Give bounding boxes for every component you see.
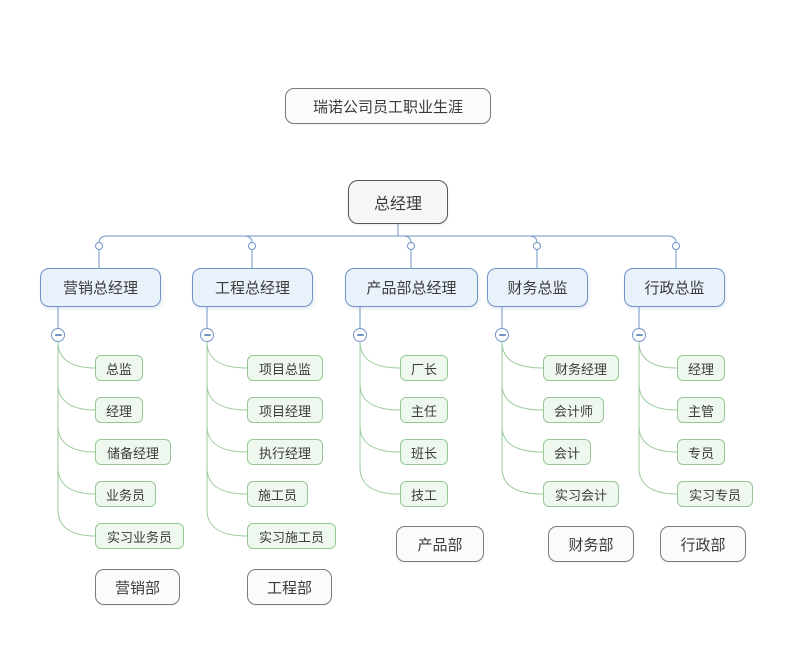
- child-node-engineering-2[interactable]: 项目经理: [247, 397, 323, 423]
- department-node-marketing[interactable]: 营销部: [95, 569, 180, 605]
- branch-node-product[interactable]: 产品部总经理: [345, 268, 478, 307]
- child-node-product-2[interactable]: 主任: [400, 397, 448, 423]
- floating-title-node[interactable]: 瑞诺公司员工职业生涯: [285, 88, 491, 124]
- child-node-admin-3[interactable]: 专员: [677, 439, 725, 465]
- child-node-engineering-5[interactable]: 实习施工员: [247, 523, 336, 549]
- child-node-finance-3[interactable]: 会计: [543, 439, 591, 465]
- minus-bar: [356, 334, 364, 336]
- child-node-product-4[interactable]: 技工: [400, 481, 448, 507]
- collapse-toggle-product minus-icon[interactable]: [353, 328, 367, 342]
- child-node-marketing-3[interactable]: 储备经理: [95, 439, 171, 465]
- root-node[interactable]: 总经理: [348, 180, 448, 224]
- child-node-marketing-1[interactable]: 总监: [95, 355, 143, 381]
- child-node-admin-1[interactable]: 经理: [677, 355, 725, 381]
- child-node-finance-2[interactable]: 会计师: [543, 397, 604, 423]
- root-branch-connectors: [57, 224, 677, 328]
- child-node-finance-4[interactable]: 实习会计: [543, 481, 619, 507]
- child-node-marketing-2[interactable]: 经理: [95, 397, 143, 423]
- branch-node-engineering[interactable]: 工程总经理: [192, 268, 313, 307]
- collapse-toggle-marketing minus-icon[interactable]: [51, 328, 65, 342]
- child-node-finance-1[interactable]: 财务经理: [543, 355, 619, 381]
- branch-node-marketing[interactable]: 营销总经理: [40, 268, 161, 307]
- department-node-finance[interactable]: 财务部: [548, 526, 634, 562]
- child-node-marketing-5[interactable]: 实习业务员: [95, 523, 184, 549]
- child-node-admin-2[interactable]: 主管: [677, 397, 725, 423]
- junction-dots: [95, 242, 680, 250]
- collapse-toggle-admin minus-icon[interactable]: [632, 328, 646, 342]
- child-node-marketing-4[interactable]: 业务员: [95, 481, 156, 507]
- child-node-engineering-3[interactable]: 执行经理: [247, 439, 323, 465]
- child-node-engineering-1[interactable]: 项目总监: [247, 355, 323, 381]
- minus-bar: [54, 334, 62, 336]
- minus-bar: [203, 334, 211, 336]
- department-node-admin[interactable]: 行政部: [660, 526, 746, 562]
- branch-node-finance[interactable]: 财务总监: [487, 268, 588, 307]
- branch-node-admin[interactable]: 行政总监: [624, 268, 725, 307]
- child-node-product-1[interactable]: 厂长: [400, 355, 448, 381]
- collapse-toggle-engineering minus-icon[interactable]: [200, 328, 214, 342]
- child-node-engineering-4[interactable]: 施工员: [247, 481, 308, 507]
- child-node-admin-4[interactable]: 实习专员: [677, 481, 753, 507]
- child-connectors: [57, 341, 678, 537]
- department-node-engineering[interactable]: 工程部: [247, 569, 332, 605]
- department-node-product[interactable]: 产品部: [396, 526, 484, 562]
- minus-bar: [498, 334, 506, 336]
- child-node-product-3[interactable]: 班长: [400, 439, 448, 465]
- collapse-toggle-finance minus-icon[interactable]: [495, 328, 509, 342]
- minus-bar: [635, 334, 643, 336]
